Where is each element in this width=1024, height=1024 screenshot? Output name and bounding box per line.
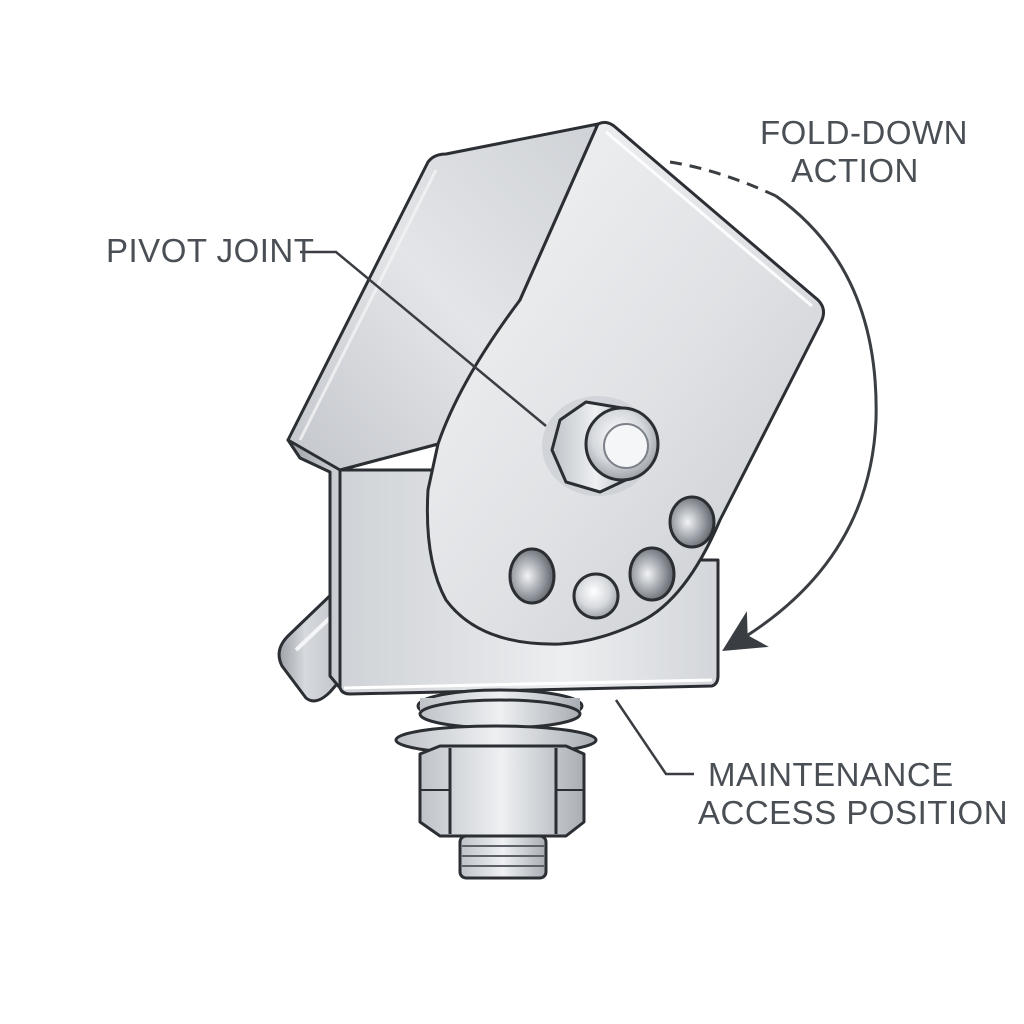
maintenance-leader	[614, 699, 694, 776]
maintenance-label-line2: ACCESS POSITION	[698, 794, 1009, 831]
rivet	[572, 572, 620, 620]
release-lever	[277, 586, 346, 703]
adjustment-holes	[508, 495, 716, 620]
fold-down-label: FOLD-DOWN ACTION	[760, 114, 968, 190]
maintenance-label-line1: MAINTENANCE	[708, 756, 954, 793]
maintenance-label: MAINTENANCE ACCESS POSITION	[698, 756, 1008, 832]
hole-right-bottom	[628, 546, 676, 602]
hex-nut-icon	[394, 688, 598, 880]
pivot-leader	[300, 250, 547, 427]
hole-left	[508, 547, 556, 605]
hole-right-top	[668, 495, 716, 549]
fold-down-label-line2: ACTION	[791, 152, 919, 189]
pivot-joint-label: PIVOT JOINT	[106, 232, 315, 269]
hex-bolt-icon	[542, 396, 660, 496]
swing-plate-front	[425, 120, 825, 646]
curved-arrow-icon	[669, 160, 878, 652]
leader-lines	[300, 250, 694, 776]
fold-down-label-line1: FOLD-DOWN	[760, 114, 968, 151]
